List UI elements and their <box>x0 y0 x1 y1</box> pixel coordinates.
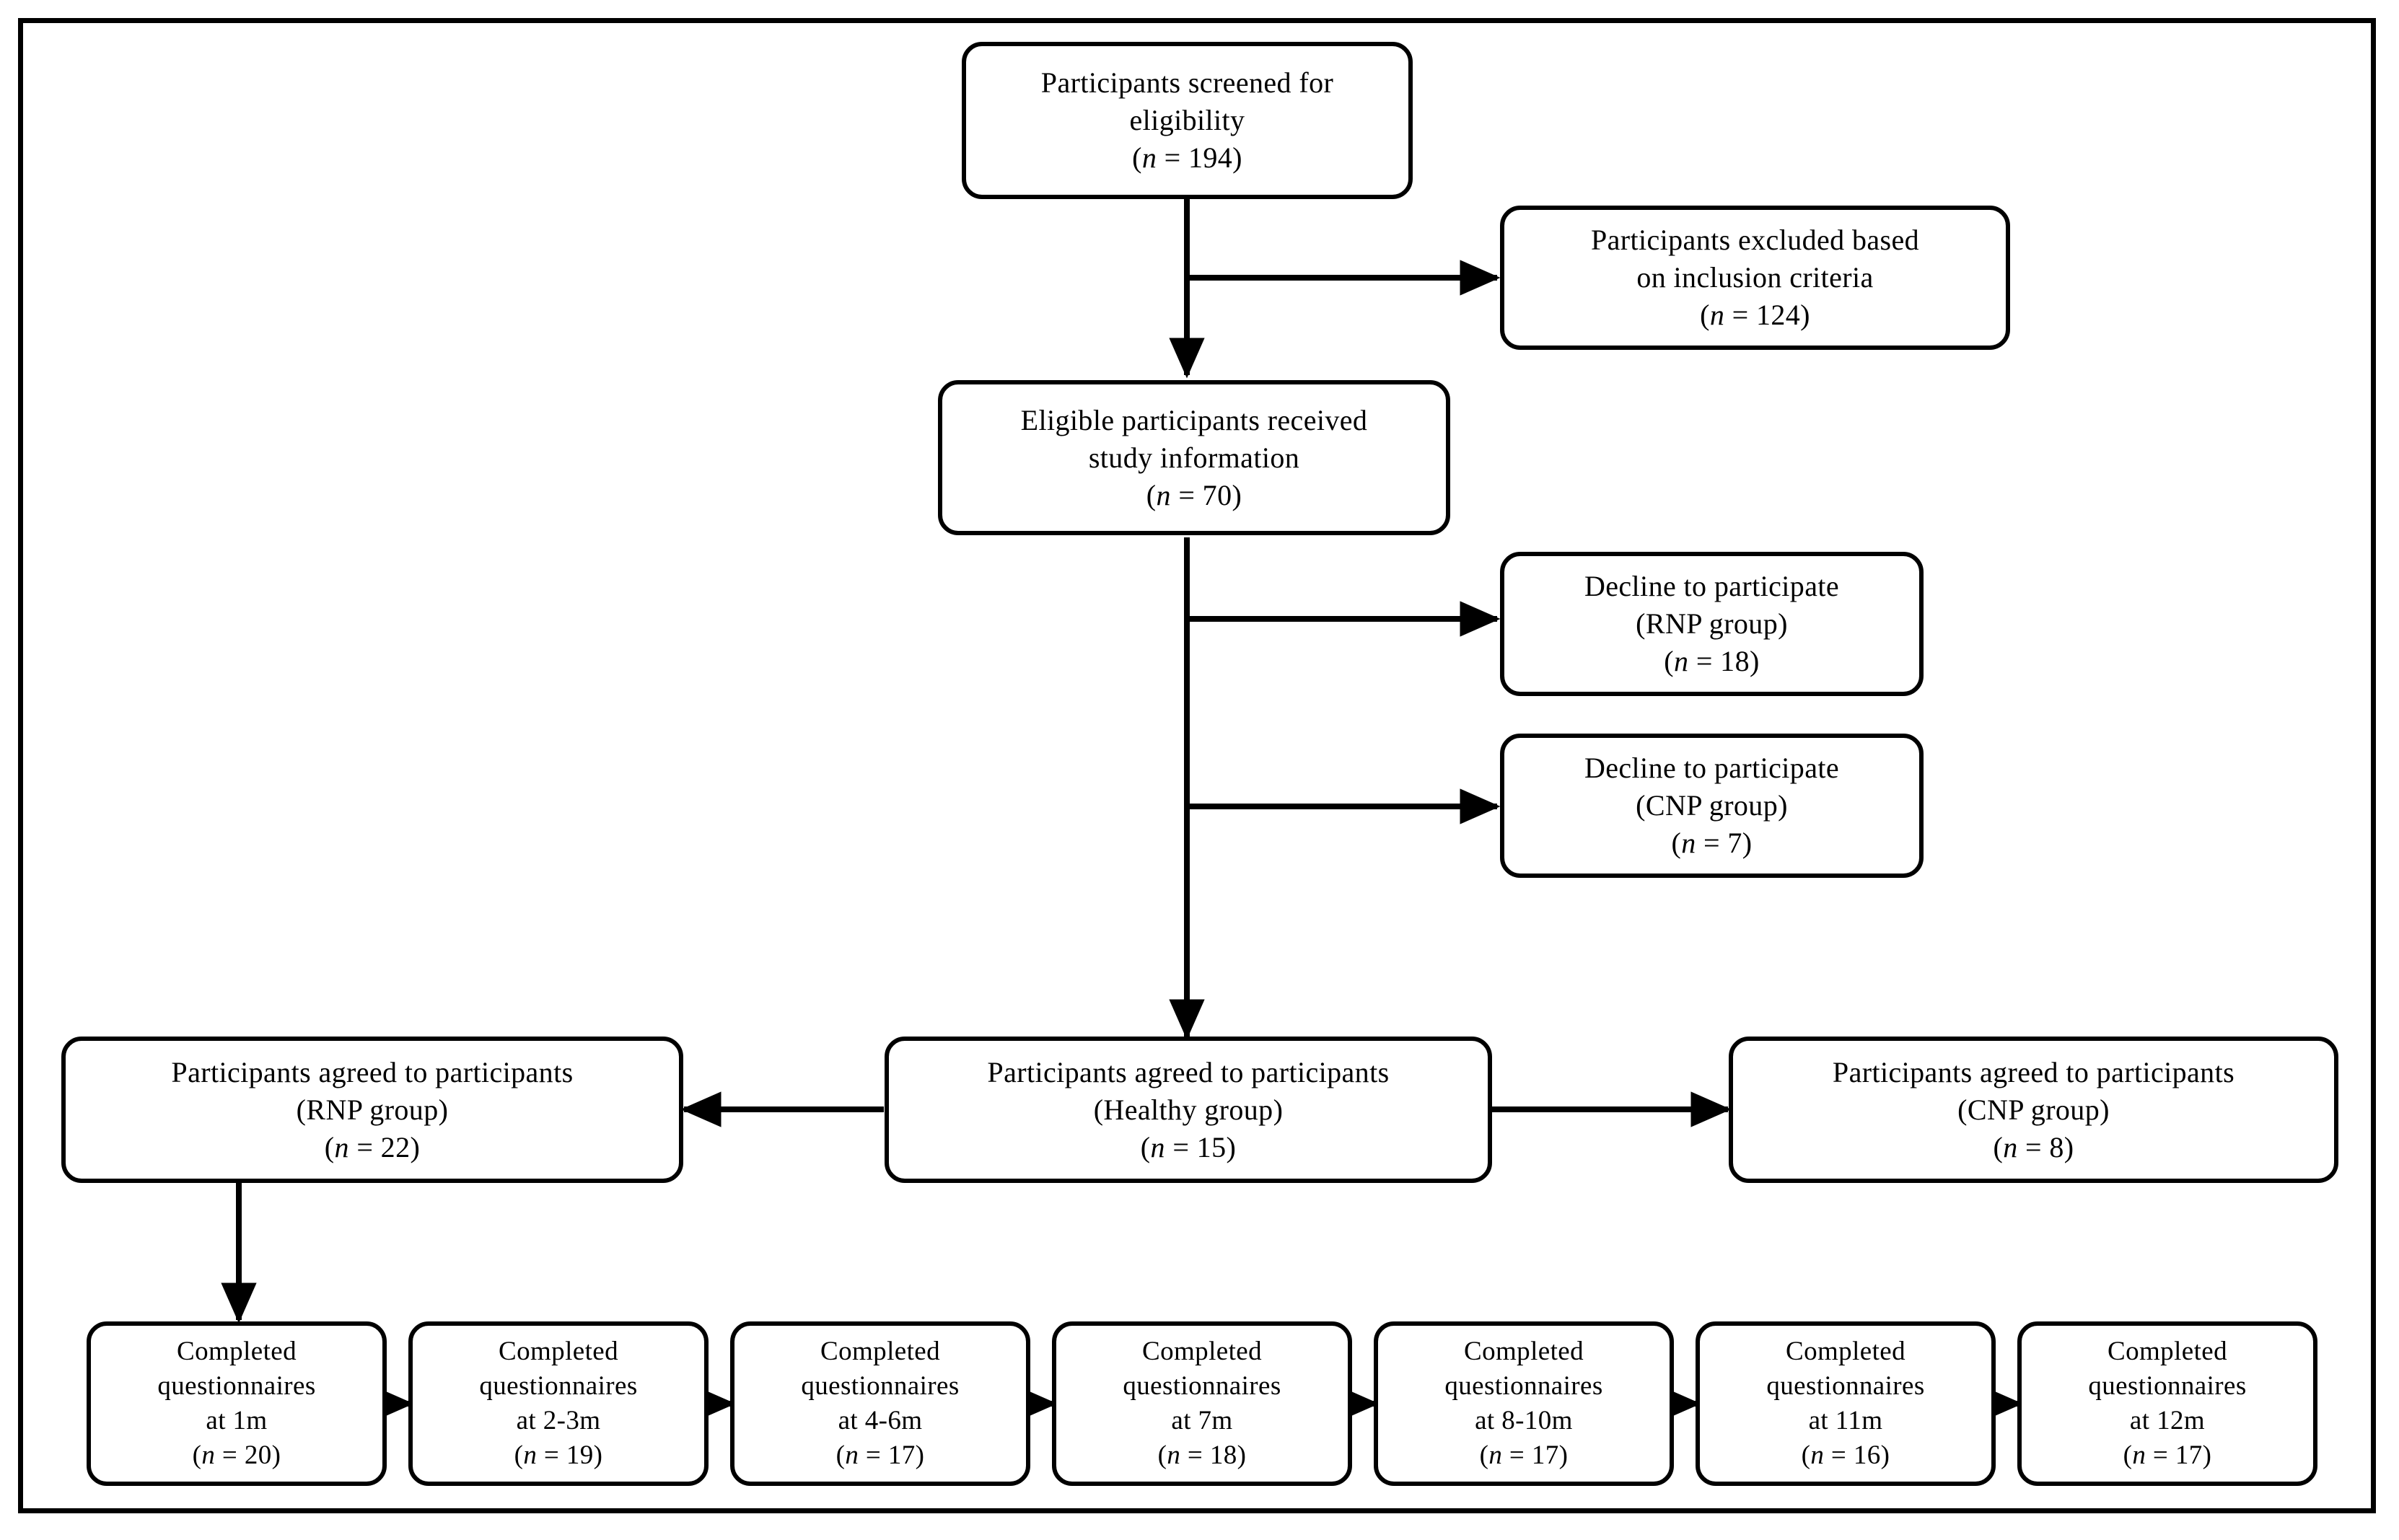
decline-cnp-line-2: (CNP group) <box>1636 789 1788 822</box>
decline-cnp-line-1: Decline to participate <box>1584 752 1840 784</box>
followup-5-line-2: questionnaires <box>1766 1370 1925 1401</box>
followup-0-count-line: (n = 20) <box>192 1440 281 1471</box>
followup-3-count-line: (n = 18) <box>1157 1440 1247 1471</box>
node-followup-3: Completed questionnaires at 7m (n = 18) <box>1052 1321 1352 1486</box>
excluded-line-2: on inclusion criteria <box>1636 261 1874 294</box>
agreed-rnp-line-1: Participants agreed to participants <box>171 1055 574 1088</box>
followup-2-line-2: questionnaires <box>801 1370 960 1401</box>
followup-2-line-3: at 4-6m <box>838 1406 923 1435</box>
followup-2-line-1: Completed <box>820 1336 940 1366</box>
followup-6-line-3: at 12m <box>2129 1406 2206 1435</box>
agreed-healthy-count-line: (n = 15) <box>1140 1130 1237 1163</box>
followup-3-line-3: at 7m <box>1171 1406 1233 1435</box>
followup-0-line-2: questionnaires <box>157 1370 316 1401</box>
decline-rnp-line-2: (RNP group) <box>1636 607 1788 640</box>
node-followup-5: Completed questionnaires at 11m (n = 16) <box>1696 1321 1996 1486</box>
node-decline-rnp: Decline to participate (RNP group) (n = … <box>1500 552 1924 696</box>
followup-6-line-2: questionnaires <box>2088 1370 2247 1401</box>
agreed-cnp-count-line: (n = 8) <box>1993 1130 2074 1163</box>
eligible-line-2: study information <box>1088 441 1300 474</box>
agreed-healthy-line-1: Participants agreed to participants <box>987 1055 1390 1088</box>
followup-1-line-2: questionnaires <box>479 1370 638 1401</box>
decline-rnp-line-1: Decline to participate <box>1584 570 1840 602</box>
agreed-cnp-line-1: Participants agreed to participants <box>1832 1055 2235 1088</box>
followup-5-line-3: at 11m <box>1808 1406 1883 1435</box>
node-followup-4: Completed questionnaires at 8-10m (n = 1… <box>1374 1321 1674 1486</box>
agreed-cnp-line-2: (CNP group) <box>1957 1093 2110 1126</box>
excluded-line-1: Participants excluded based <box>1590 224 1920 256</box>
screened-line-2: eligibility <box>1129 104 1245 136</box>
node-eligible-participants: Eligible participants received study inf… <box>938 380 1450 535</box>
agreed-rnp-count-line: (n = 22) <box>324 1130 421 1163</box>
excluded-count-line: (n = 124) <box>1700 299 1810 331</box>
followup-5-line-1: Completed <box>1786 1336 1905 1366</box>
node-followup-2: Completed questionnaires at 4-6m (n = 17… <box>730 1321 1030 1486</box>
node-agreed-rnp: Participants agreed to participants (RNP… <box>61 1037 683 1183</box>
decline-cnp-count-line: (n = 7) <box>1671 827 1753 859</box>
followup-4-line-1: Completed <box>1464 1336 1584 1366</box>
followup-6-line-1: Completed <box>2108 1336 2227 1366</box>
node-agreed-healthy: Participants agreed to participants (Hea… <box>885 1037 1492 1183</box>
eligible-line-1: Eligible participants received <box>1020 403 1368 436</box>
node-followup-0: Completed questionnaires at 1m (n = 20) <box>87 1321 387 1486</box>
followup-3-line-2: questionnaires <box>1123 1370 1281 1401</box>
screened-count-line: (n = 194) <box>1132 141 1242 174</box>
followup-1-line-3: at 2-3m <box>516 1406 601 1435</box>
decline-rnp-count-line: (n = 18) <box>1664 645 1760 677</box>
followup-6-count-line: (n = 17) <box>2123 1440 2212 1471</box>
followup-1-count-line: (n = 19) <box>514 1440 603 1471</box>
followup-5-count-line: (n = 16) <box>1801 1440 1890 1471</box>
followup-4-line-3: at 8-10m <box>1475 1406 1573 1435</box>
node-followup-1: Completed questionnaires at 2-3m (n = 19… <box>408 1321 709 1486</box>
screened-line-1: Participants screened for <box>1040 66 1334 99</box>
followup-0-line-3: at 1m <box>206 1406 268 1435</box>
followup-4-line-2: questionnaires <box>1444 1370 1603 1401</box>
node-decline-cnp: Decline to participate (CNP group) (n = … <box>1500 734 1924 878</box>
figure-outer-border <box>18 18 2376 1513</box>
node-followup-6: Completed questionnaires at 12m (n = 17) <box>2017 1321 2317 1486</box>
eligible-count-line: (n = 70) <box>1146 478 1242 511</box>
agreed-healthy-line-2: (Healthy group) <box>1093 1093 1284 1126</box>
node-participants-excluded: Participants excluded based on inclusion… <box>1500 206 2010 350</box>
followup-2-count-line: (n = 17) <box>836 1440 925 1471</box>
followup-4-count-line: (n = 17) <box>1479 1440 1569 1471</box>
node-participants-screened: Participants screened for eligibility (n… <box>962 42 1413 199</box>
agreed-rnp-line-2: (RNP group) <box>296 1093 449 1126</box>
followup-0-line-1: Completed <box>177 1336 297 1366</box>
followup-1-line-1: Completed <box>499 1336 618 1366</box>
followup-3-line-1: Completed <box>1142 1336 1262 1366</box>
node-agreed-cnp: Participants agreed to participants (CNP… <box>1729 1037 2338 1183</box>
